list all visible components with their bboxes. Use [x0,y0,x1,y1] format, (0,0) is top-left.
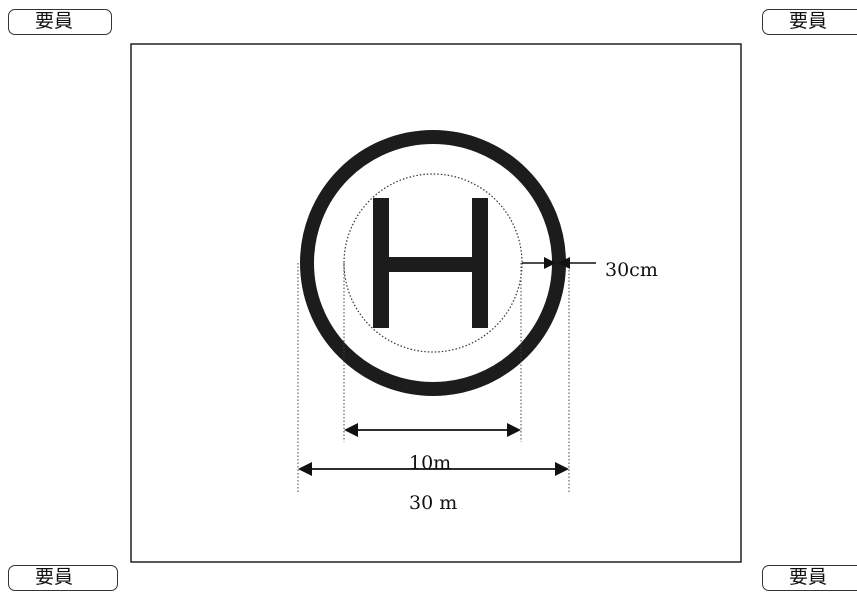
landing-area-boundary [130,43,742,563]
ring-width-label: 30cm [605,259,658,281]
outer-diameter-arrow [298,462,569,476]
h-symbol [373,198,488,328]
inner-diameter-arrow [344,423,521,437]
inner-diameter-label: 10m [409,452,451,474]
staff-tag-bottom-right: 要員 [762,565,857,591]
staff-tag-top-left: 要員 [8,9,112,35]
staff-tag-top-right: 要員 [762,9,857,35]
ring-width-arrows [522,257,596,269]
outer-diameter-label: 30 m [409,492,457,514]
staff-tag-bottom-left: 要員 [8,565,118,591]
